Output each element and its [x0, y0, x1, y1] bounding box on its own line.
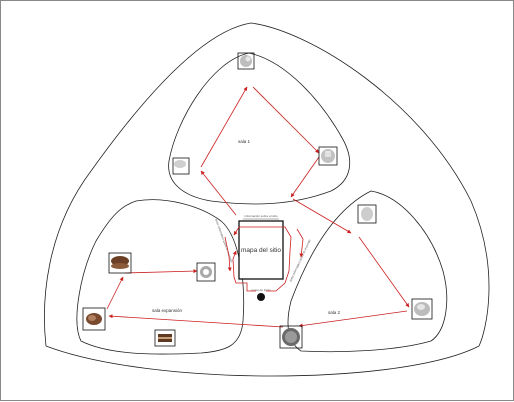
artifact-photo-icon[interactable] — [172, 157, 190, 175]
artifact-photo-icon[interactable] — [279, 325, 303, 349]
side-note-right: texto informativo sobre el recorrido — [289, 239, 312, 283]
room-label-sala-expansion: sala expansión — [152, 308, 183, 313]
artifact-photo-icon[interactable] — [154, 329, 176, 347]
start-point-icon — [257, 293, 265, 301]
artifact-photo-icon[interactable] — [237, 52, 255, 70]
artifact-photo-icon[interactable] — [82, 307, 106, 331]
start-label: punto de inicio — [251, 288, 271, 292]
room-label-sala-2: sala 2 — [328, 310, 341, 315]
artifact-photo-icon[interactable] — [318, 146, 338, 166]
artifact-photo-icon[interactable] — [108, 252, 132, 274]
artifact-photo-icon[interactable] — [196, 262, 216, 282]
site-map-label: mapa del sitio — [241, 247, 281, 254]
room-sala-2 — [287, 190, 448, 353]
site-map-panel — [238, 220, 284, 280]
room-label-sala-1: sala 1 — [238, 139, 251, 144]
room-sala-expansion — [76, 199, 245, 355]
artifact-photo-icon[interactable] — [357, 204, 377, 224]
artifact-photo-icon[interactable] — [411, 298, 433, 320]
room-sala-1 — [168, 52, 350, 205]
outer-boundary — [44, 22, 490, 377]
tour-route — [106, 86, 410, 328]
side-note-left: texto informativo sobre el recorrido — [214, 218, 234, 263]
info-label: información sobre el sitio — [244, 214, 278, 218]
